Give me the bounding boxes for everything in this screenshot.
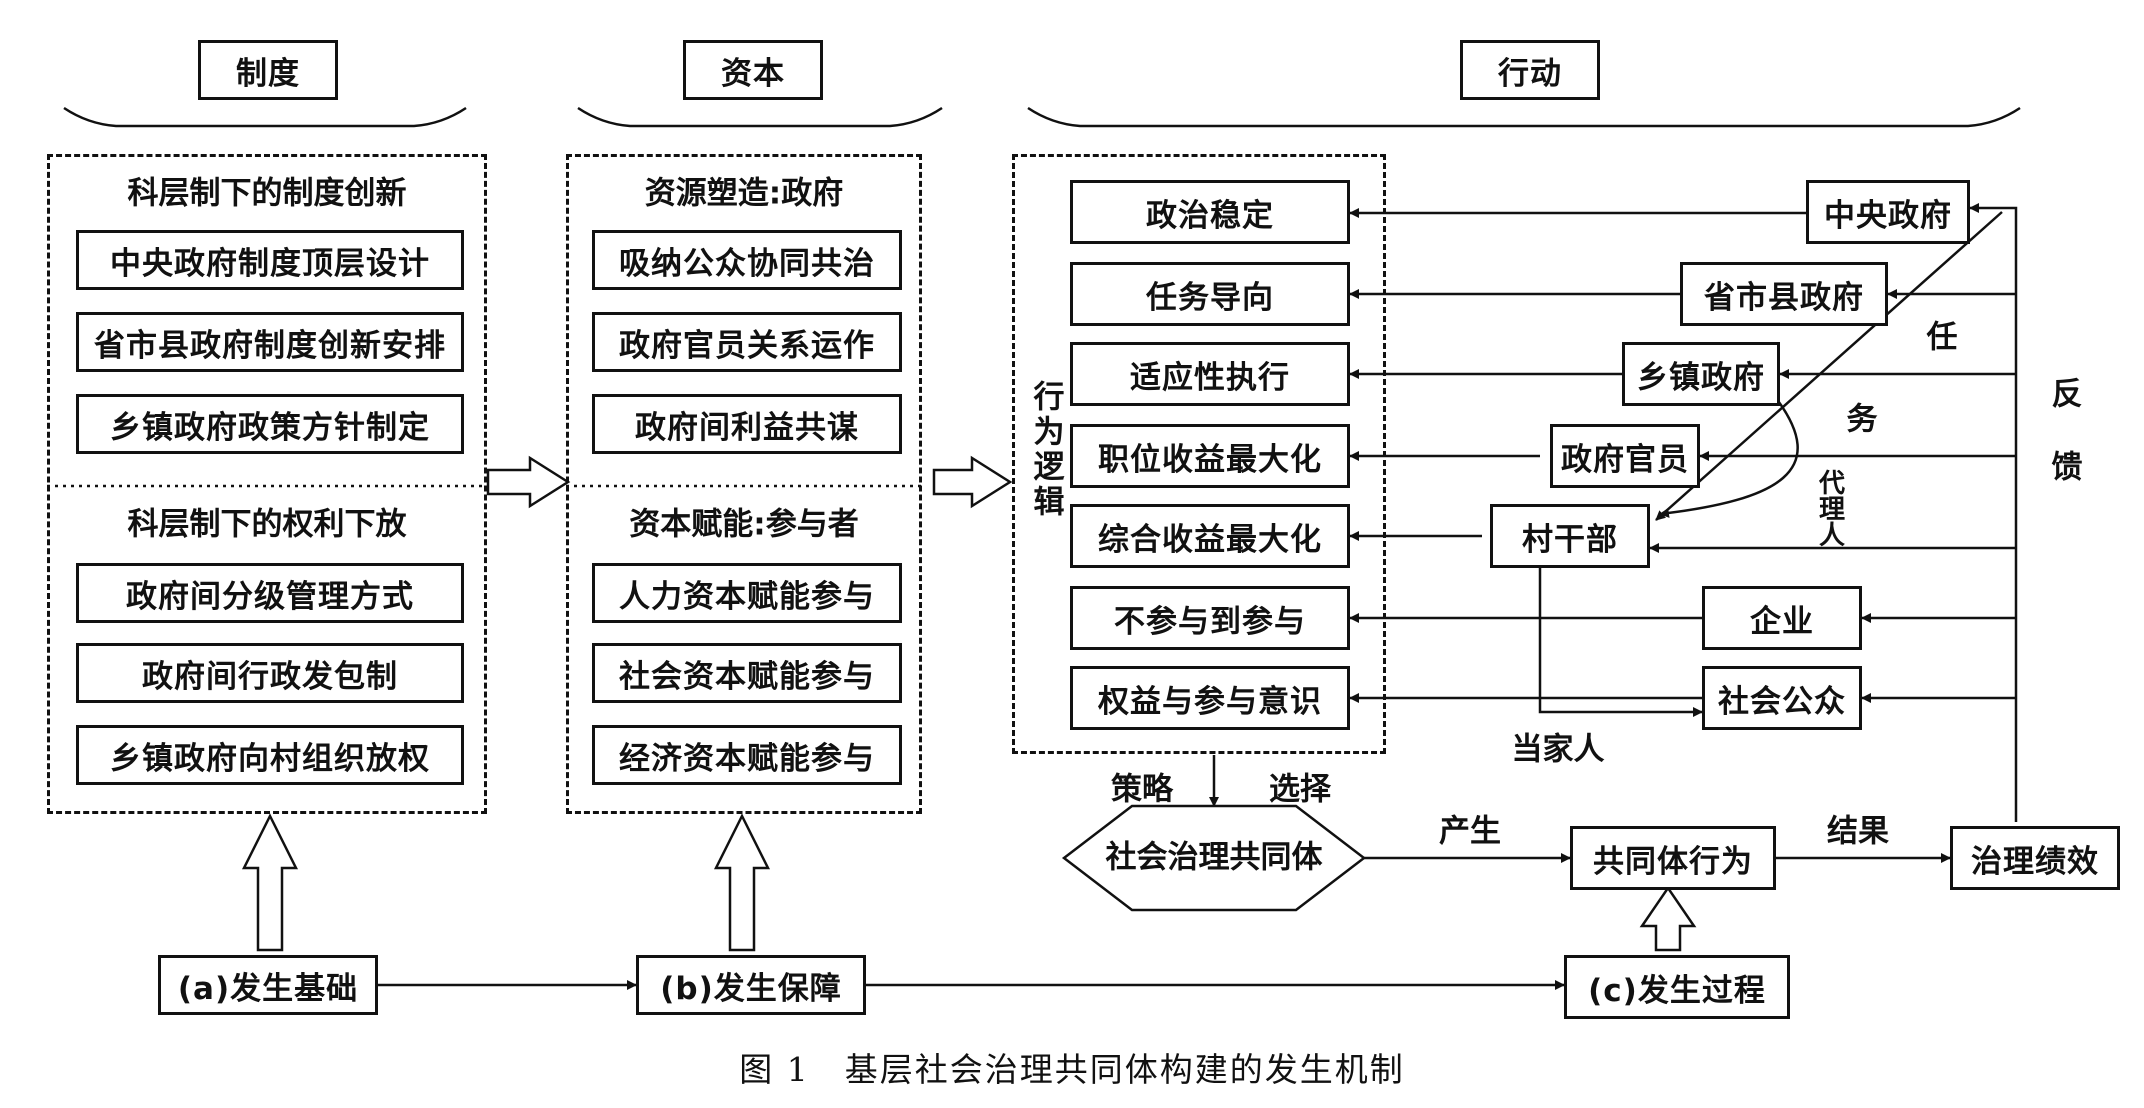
brace-institution [63, 106, 467, 128]
brace-capital [577, 106, 943, 128]
institution-item: 政府间分级管理方式 [76, 563, 464, 623]
actor-central-government: 中央政府 [1806, 180, 1970, 244]
institution-top-title: 科层制下的制度创新 [127, 175, 407, 212]
label-task-1: 任 [1926, 319, 1958, 356]
institution-item: 乡镇政府向村组织放权 [76, 725, 464, 785]
institution-group [47, 154, 487, 814]
label-produce: 产生 [1439, 813, 1501, 850]
base-c: (c)发生过程 [1564, 955, 1790, 1019]
brace-action [1027, 106, 2021, 128]
action-logic-group [1012, 154, 1386, 754]
capital-top-title: 资源塑造:政府 [644, 175, 844, 212]
hollow-up-b [713, 813, 771, 952]
institution-item: 省市县政府制度创新安排 [76, 312, 464, 372]
label-task-2: 务 [1846, 401, 1878, 438]
label-strategy: 策略 [1111, 771, 1173, 808]
capital-item: 经济资本赋能参与 [592, 725, 902, 785]
actor-public: 社会公众 [1702, 666, 1862, 730]
hollow-up-a [241, 813, 299, 952]
figure-caption: 图 1 基层社会治理共同体构建的发生机制 [739, 1050, 1405, 1089]
label-agent: 代理人 [1814, 469, 1845, 547]
logic-item: 权益与参与意识 [1070, 666, 1350, 730]
header-capital: 资本 [683, 40, 823, 100]
label-result: 结果 [1827, 813, 1889, 850]
actor-enterprise: 企业 [1702, 586, 1862, 650]
logic-label: 行为逻辑 [1027, 380, 1064, 520]
hollow-arrow-2 [932, 455, 1013, 509]
logic-item: 职位收益最大化 [1070, 424, 1350, 488]
community-node: 社会治理共同体 [1105, 839, 1323, 876]
actor-government-official: 政府官员 [1550, 424, 1700, 488]
agent-curve [1659, 397, 1799, 518]
logic-item: 任务导向 [1070, 262, 1350, 326]
actor-province-county-government: 省市县政府 [1680, 262, 1888, 326]
label-choice: 选择 [1269, 771, 1331, 808]
logic-item: 不参与到参与 [1070, 586, 1350, 650]
capital-item: 社会资本赋能参与 [592, 643, 902, 703]
hollow-arrow-1 [486, 455, 571, 509]
capital-item: 人力资本赋能参与 [592, 563, 902, 623]
hollow-up-c [1639, 885, 1697, 952]
logic-item: 综合收益最大化 [1070, 504, 1350, 568]
capital-item: 政府官员关系运作 [592, 312, 902, 372]
institution-item: 乡镇政府政策方针制定 [76, 394, 464, 454]
base-b: (b)发生保障 [636, 955, 866, 1015]
institution-item: 政府间行政发包制 [76, 643, 464, 703]
base-a: (a)发生基础 [158, 955, 378, 1015]
actor-township-government: 乡镇政府 [1622, 342, 1780, 406]
header-action: 行动 [1460, 40, 1600, 100]
governance-performance-node: 治理绩效 [1950, 826, 2120, 890]
actor-village-cadre: 村干部 [1490, 504, 1650, 568]
institution-bottom-title: 科层制下的权利下放 [127, 506, 407, 543]
task-diagonal [1655, 211, 2003, 521]
capital-bottom-title: 资本赋能:参与者 [629, 506, 859, 543]
master-line [1538, 560, 1703, 717]
capital-item: 吸纳公众协同共治 [592, 230, 902, 290]
header-institution: 制度 [198, 40, 338, 100]
label-master: 当家人 [1511, 731, 1605, 768]
label-feedback: 反馈 [2045, 377, 2082, 523]
capital-group [566, 154, 922, 814]
logic-item: 政治稳定 [1070, 180, 1350, 244]
community-behavior-node: 共同体行为 [1570, 826, 1776, 890]
institution-item: 中央政府制度顶层设计 [76, 230, 464, 290]
logic-item: 适应性执行 [1070, 342, 1350, 406]
capital-item: 政府间利益共谋 [592, 394, 902, 454]
